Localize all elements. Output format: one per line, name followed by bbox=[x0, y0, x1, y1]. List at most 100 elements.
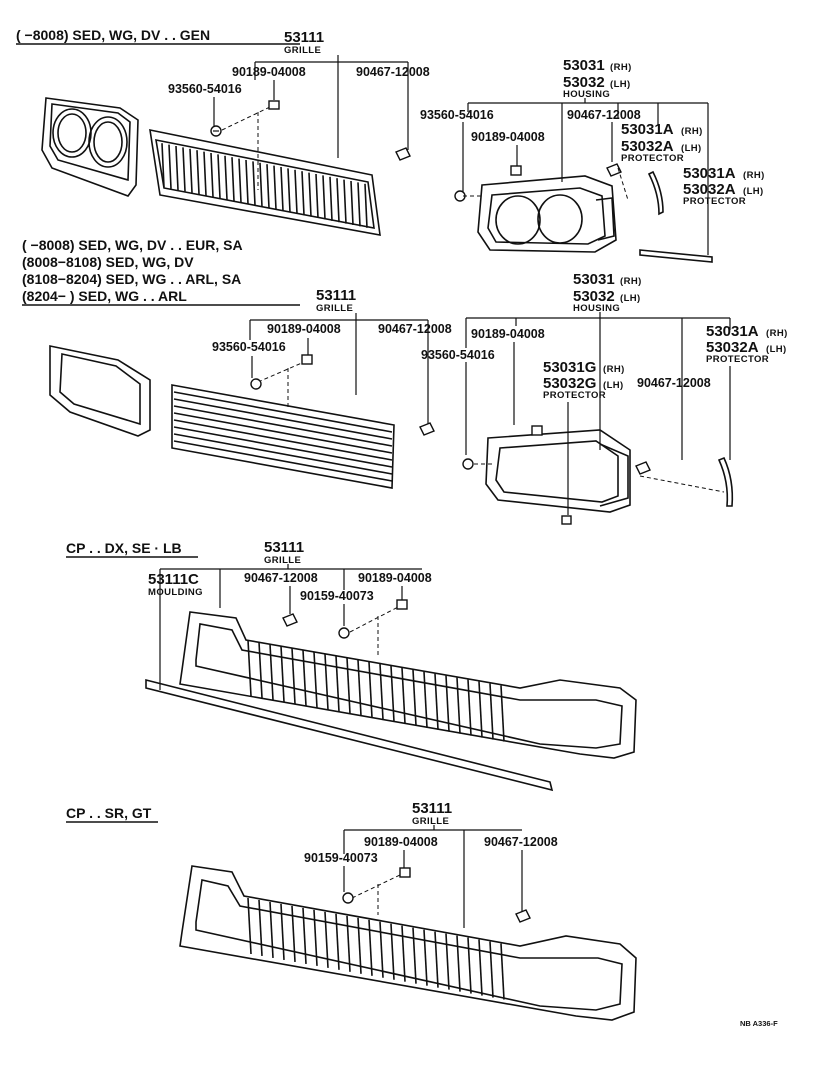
s1-screw-label: 93560-54016 bbox=[168, 82, 242, 96]
s1-grille-number: 53111 bbox=[284, 29, 324, 46]
footer-code: NB A336-F bbox=[740, 1019, 778, 1028]
grille-vane bbox=[280, 645, 285, 702]
grille-vane bbox=[315, 173, 319, 219]
s1-housing-clip-icon bbox=[510, 165, 522, 176]
grille-vane bbox=[203, 151, 207, 196]
s1-housing-bracket-label: 90467-12008 bbox=[567, 108, 641, 122]
grille-vane bbox=[423, 929, 428, 986]
s1-protector-b-lh-tag: (LH) bbox=[743, 186, 764, 197]
grille-vane bbox=[364, 183, 368, 228]
s2-protector-a-rh-tag: (RH) bbox=[766, 328, 788, 339]
grille-vane bbox=[322, 175, 326, 220]
grille-vane bbox=[357, 917, 362, 974]
s1-protector-b-lh: 53032A bbox=[683, 181, 736, 198]
grille-vane bbox=[467, 679, 472, 736]
s2-dash-lines bbox=[257, 361, 305, 410]
grille-slat bbox=[173, 398, 393, 440]
s2-housing-rh-tag: (RH) bbox=[620, 276, 642, 287]
grille-vane bbox=[478, 681, 483, 738]
s2-grille-name: GRILLE bbox=[316, 303, 353, 314]
grille-vane bbox=[269, 901, 274, 959]
s1-housing-lh-tag: (LH) bbox=[610, 79, 631, 90]
s2-protector-g-lh-tag: (LH) bbox=[603, 380, 624, 391]
grille-slat bbox=[173, 440, 393, 482]
s2-grille-number: 53111 bbox=[316, 287, 356, 304]
s3-moulding-part bbox=[145, 678, 554, 792]
grille-vane bbox=[266, 164, 270, 209]
grille-vane bbox=[258, 641, 263, 699]
grille-vane bbox=[189, 148, 193, 193]
s1-protector-a-lh-tag: (LH) bbox=[681, 143, 702, 154]
s4-clip-icon bbox=[399, 867, 411, 878]
s2-grille bbox=[171, 384, 395, 489]
section-1-heading: ( −8008) SED, WG, DV . . GEN bbox=[16, 27, 210, 43]
s2-housing-clip-icon bbox=[531, 425, 543, 436]
grille-vane bbox=[346, 915, 351, 972]
grille-vane bbox=[434, 931, 439, 988]
s1-housing-bracket-line bbox=[468, 98, 708, 104]
grille-vane bbox=[252, 161, 256, 206]
s4-leaders bbox=[343, 830, 523, 928]
grille-vane bbox=[161, 143, 165, 188]
grille-slat bbox=[173, 391, 393, 433]
grille-vane bbox=[434, 673, 439, 730]
s1-leader-lines bbox=[254, 62, 409, 158]
grille-vane bbox=[500, 685, 505, 742]
grille-slat bbox=[173, 412, 393, 454]
s2-protector-g-name: PROTECTOR bbox=[543, 390, 606, 401]
s4-grille-bracket-line bbox=[344, 825, 522, 831]
grille-vane bbox=[313, 909, 318, 966]
grille-vane bbox=[308, 172, 312, 217]
grille-vane bbox=[357, 659, 362, 716]
s1-dash-lines bbox=[221, 105, 273, 190]
grille-vane bbox=[489, 683, 494, 740]
s2-screw-icon bbox=[250, 378, 262, 390]
s1-grille-name: GRILLE bbox=[284, 45, 321, 56]
s1-protector-b-part bbox=[639, 249, 713, 263]
grille-vane bbox=[445, 933, 450, 990]
grille-vane bbox=[368, 919, 373, 976]
s3-clip-label: 90189-04008 bbox=[358, 571, 432, 585]
grille-vane bbox=[231, 157, 235, 202]
s3-grille bbox=[179, 611, 637, 759]
section-4: CP . . SR, GT 53111 GRILLE 90189-04008 9… bbox=[66, 800, 778, 1028]
grille-vane bbox=[287, 168, 291, 213]
section-3: CP . . DX, SE · LB 53111 GRILLE 53111C M… bbox=[66, 539, 637, 792]
s2-screw-label: 93560-54016 bbox=[212, 340, 286, 354]
s4-dash-lines bbox=[351, 873, 403, 915]
grille-vane bbox=[350, 180, 354, 226]
s4-grille-number: 53111 bbox=[412, 800, 452, 817]
s3-moulding-number: 53111C bbox=[148, 571, 199, 588]
grille-vane bbox=[324, 911, 329, 968]
s2-protector-a-part bbox=[717, 456, 734, 507]
grille-vane bbox=[182, 147, 186, 192]
s2-bracket-label: 90467-12008 bbox=[378, 322, 452, 336]
grille-vane bbox=[247, 639, 252, 697]
s4-bracket-label: 90467-12008 bbox=[484, 835, 558, 849]
s3-moulding-name: MOULDING bbox=[148, 587, 203, 598]
s3-grille-bracket-line bbox=[160, 564, 422, 570]
grille-vane bbox=[401, 925, 406, 982]
grille-vane bbox=[238, 158, 242, 203]
grille-vane bbox=[302, 649, 307, 706]
grille-vane bbox=[357, 182, 361, 227]
grille-vane bbox=[245, 159, 249, 205]
grille-vane bbox=[467, 937, 472, 994]
s1-housing-clip-label: 90189-04008 bbox=[471, 130, 545, 144]
grille-vane bbox=[302, 907, 307, 964]
grille-slat bbox=[173, 433, 393, 475]
grille-vane bbox=[445, 675, 450, 732]
grille-vane bbox=[247, 897, 252, 955]
s1-protector-b-rh-tag: (RH) bbox=[743, 170, 765, 181]
s1-housing-name: HOUSING bbox=[563, 89, 610, 100]
s2-housing-leaders bbox=[465, 318, 731, 515]
s2-protector-a-lh: 53032A bbox=[706, 339, 759, 356]
grille-vane bbox=[401, 667, 406, 724]
s2-leaders bbox=[249, 320, 429, 425]
section-3-heading: CP . . DX, SE · LB bbox=[66, 540, 182, 556]
s4-screw-label: 90159-40073 bbox=[304, 851, 378, 865]
grille-vane bbox=[280, 166, 284, 212]
s1-housing-screw-label: 93560-54016 bbox=[420, 108, 494, 122]
grille-vane bbox=[217, 154, 221, 199]
s2-housing-clip-label: 90189-04008 bbox=[471, 327, 545, 341]
